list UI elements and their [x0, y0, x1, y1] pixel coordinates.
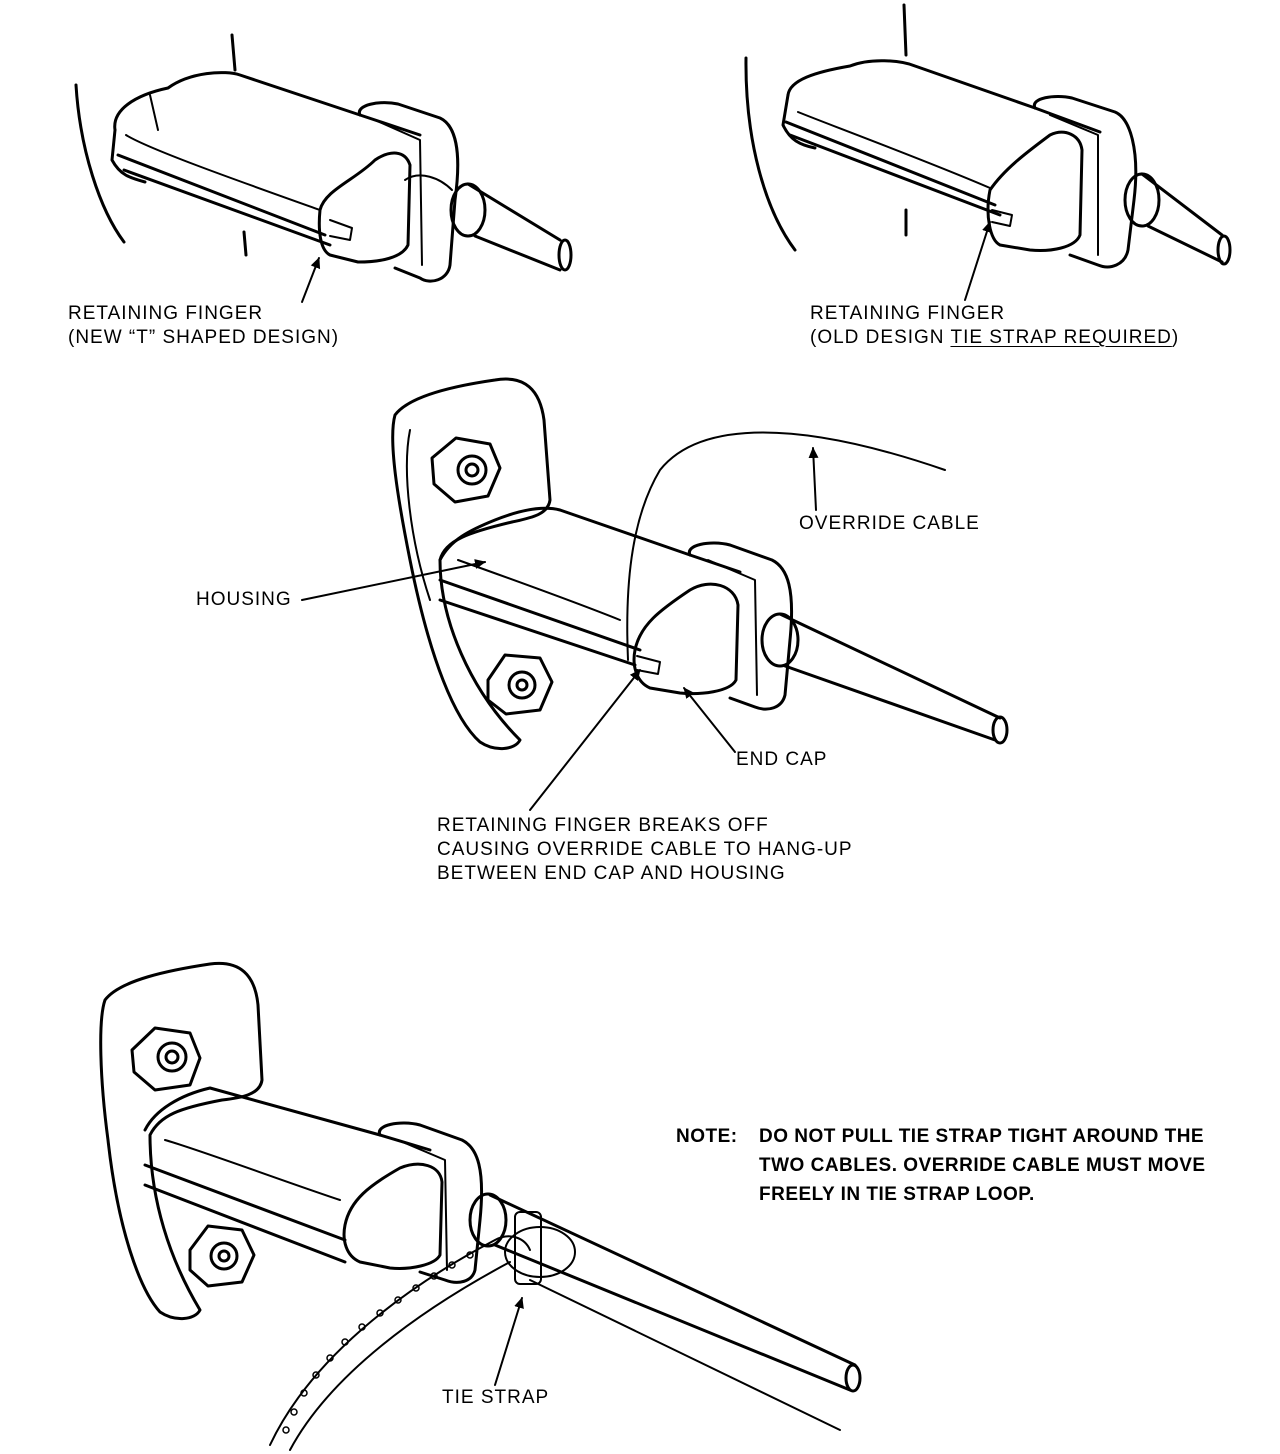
finger-breaks-line3: BETWEEN END CAP AND HOUSING	[437, 863, 786, 884]
finger-breaks-line1: RETAINING FINGER BREAKS OFF	[437, 815, 769, 836]
finger-breaks-callout: RETAINING FINGER BREAKS OFF CAUSING OVER…	[437, 814, 853, 886]
finger-breaks-line2: CAUSING OVERRIDE CABLE TO HANG-UP	[437, 839, 853, 860]
housing-leader	[301, 559, 486, 601]
tie-strap-leader	[494, 1297, 524, 1386]
note-body: DO NOT PULL TIE STRAP TIGHT AROUND THE T…	[759, 1122, 1206, 1209]
end-cap-label: END CAP	[736, 749, 828, 770]
note-line1: DO NOT PULL TIE STRAP TIGHT AROUND THE	[759, 1126, 1205, 1147]
override-cable-leader	[808, 447, 819, 511]
override-cable-label: OVERRIDE CABLE	[799, 513, 980, 534]
old-design-illustration	[744, 3, 1232, 301]
new-finger-callout: RETAINING FINGER (NEW “T” SHAPED DESIGN)	[68, 302, 339, 350]
old-finger-line2: (OLD DESIGN TIE STRAP REQUIRED)	[810, 326, 1179, 350]
old-finger-leader	[964, 221, 992, 301]
tie-strap-head	[514, 1211, 542, 1285]
new-finger-leader	[301, 257, 321, 303]
old-finger-suffix: )	[1171, 327, 1180, 348]
finger-breaks-leader	[529, 669, 641, 811]
note-label: NOTE:	[676, 1126, 738, 1147]
new-design-illustration	[74, 33, 573, 303]
tie-strap-required: TIE STRAP REQUIRED	[950, 327, 1172, 348]
old-finger-prefix: (OLD DESIGN	[810, 327, 951, 348]
old-finger-callout: RETAINING FINGER (OLD DESIGN TIE STRAP R…	[810, 302, 1179, 350]
new-finger-line1: RETAINING FINGER	[68, 303, 264, 324]
new-finger-line2: (NEW “T” SHAPED DESIGN)	[68, 327, 340, 348]
middle-illustration	[301, 377, 1009, 811]
old-finger-line1: RETAINING FINGER	[810, 303, 1006, 324]
tie-strap-label: TIE STRAP	[442, 1387, 550, 1408]
bottom-illustration	[99, 961, 862, 1451]
housing-label: HOUSING	[196, 589, 292, 610]
note-line3: FREELY IN TIE STRAP LOOP.	[759, 1184, 1035, 1205]
end-cap-leader	[683, 687, 736, 753]
note-line2: TWO CABLES. OVERRIDE CABLE MUST MOVE	[759, 1155, 1206, 1176]
override-cable-wire	[626, 431, 946, 661]
